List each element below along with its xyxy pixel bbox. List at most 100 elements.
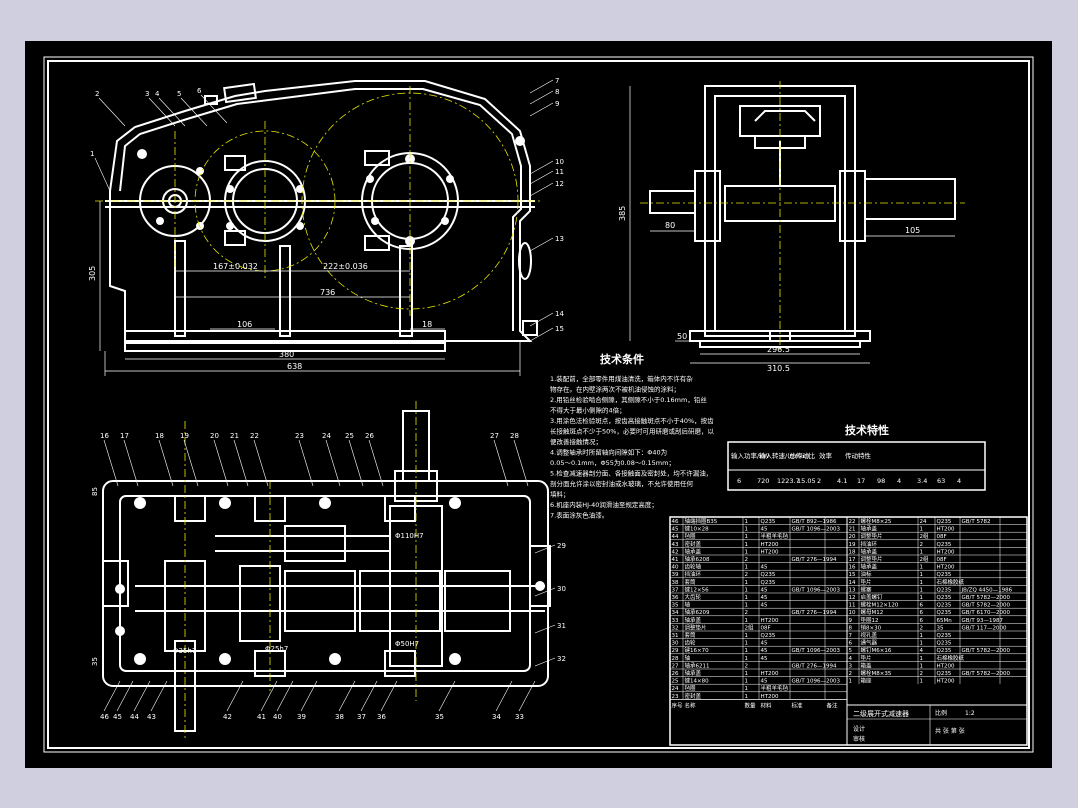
bom-cell: 螺钉M6×16: [861, 646, 892, 654]
bom-cell: 1: [745, 534, 749, 540]
bom-cell: 螺母M12: [861, 608, 884, 616]
bom-cell: 2组: [920, 555, 929, 563]
bom-cell: HT200: [937, 663, 955, 669]
bom-cell: 视孔盖: [861, 631, 878, 639]
leader-line: [226, 680, 244, 712]
bom-cell: 键16×70: [685, 646, 710, 654]
bom-cell: 调整垫片: [861, 532, 883, 540]
tech-spec-header: 总传动比: [789, 451, 816, 460]
top-callout-19: 19: [180, 432, 189, 440]
bom-cell: 25: [672, 679, 679, 685]
bom-cell: 轴端挡圈B35: [685, 517, 718, 525]
bom-cell: 1: [920, 663, 924, 669]
bom-header-cell: 序号: [672, 701, 684, 709]
bom-cell: GB/T 276—1994: [792, 610, 837, 616]
bom-cell: 21: [849, 527, 856, 533]
bom-cell: 螺栓M12×120: [861, 601, 899, 609]
tech-spec-value: 4: [897, 477, 901, 485]
bom-cell: 32: [672, 625, 679, 631]
leader-line: [300, 680, 318, 712]
title-block-scale-value: 1:2: [965, 710, 975, 717]
bom-cell: 19: [849, 542, 856, 548]
bom-cell: 2组: [920, 532, 929, 540]
bom-cell: 1: [745, 519, 749, 525]
bom-cell: 轴: [685, 654, 691, 662]
bom-cell: 1: [745, 549, 749, 555]
bom-cell: 30: [672, 641, 679, 647]
bom-cell: 1: [920, 572, 924, 578]
bom-cell: 6: [920, 610, 924, 616]
bom-cell: 大齿轮: [685, 593, 702, 601]
bom-cell: HT200: [937, 679, 955, 685]
bom-cell: 箱盖: [861, 661, 873, 669]
bom-header-cell: 备注: [827, 701, 839, 709]
bom-cell: GB/T 5782—2000: [962, 595, 1011, 601]
bom-cell: 45: [761, 527, 768, 533]
tech-requirements: 技术条件 1.装配前，全部零件用煤油清洗，箱体内不许有杂物存在。在内壁涂两次不被…: [550, 352, 714, 520]
bom-cell: 轴承6208: [685, 555, 710, 563]
bom-cell: 齿轮轴: [685, 563, 702, 571]
bom-cell: 密封盖: [685, 540, 702, 548]
front-dim-base-small: 18: [422, 320, 432, 329]
bom-cell: 挡油环: [685, 570, 702, 578]
top-callout-18: 18: [155, 432, 164, 440]
tech-requirement-line: 6.机座内装HJ-40润滑油至规定高度；: [550, 500, 658, 509]
inner-frame: [47, 60, 1030, 749]
tech-requirement-line: 不得大于最小侧隙的4倍；: [550, 406, 626, 415]
bom-cell: 24: [920, 519, 927, 525]
bom-cell: 垫片: [861, 578, 872, 586]
bom-cell: 半粗羊毛毡: [761, 684, 789, 692]
top-gear-1: [239, 565, 281, 642]
bom-cell: 轴承盖: [685, 669, 702, 677]
bom-cell: 2: [920, 542, 924, 548]
front-dim-center-2: 222±0.036: [323, 262, 368, 271]
bom-cell: 08F: [937, 534, 947, 540]
title-block-name: 二级展开式减速器: [853, 709, 909, 718]
bom-cell: 4: [849, 656, 853, 662]
bom-cell: 1: [745, 671, 749, 677]
leader-line: [360, 680, 378, 712]
bom-cell: 45: [761, 603, 768, 609]
bom-cell: 45: [761, 641, 768, 647]
bom-cell: GB/T 5782—2000: [962, 648, 1011, 654]
leader-line: [116, 680, 134, 712]
top-callout-32: 32: [557, 655, 566, 663]
bom-header-cell: 名称: [685, 701, 697, 709]
bom-cell: 10: [849, 610, 856, 616]
bom-cell: 08F: [761, 625, 771, 631]
top-fit-label-2: Φ50H7: [395, 640, 419, 648]
leader-line: [493, 439, 509, 487]
bom-cell: Q235: [937, 519, 952, 525]
leader-line: [348, 439, 364, 487]
side-dim-bottom-small: 50: [677, 332, 687, 341]
front-callout-8: 8: [555, 88, 559, 96]
leader-line: [158, 439, 174, 487]
bom-cell: 通气器: [861, 639, 878, 647]
bom-cell: 1: [920, 549, 924, 555]
side-dim-width-2: 310.5: [767, 364, 790, 373]
side-dimensions: [629, 86, 955, 364]
bom-cell: HT200: [761, 549, 779, 555]
top-callout-35: 35: [435, 713, 444, 721]
tech-requirement-line: 1.装配前，全部零件用煤油清洗，箱体内不许有杂: [550, 374, 693, 383]
bom-cell: HT200: [937, 549, 955, 555]
leader-line: [529, 182, 554, 197]
bom-cell: Q235: [937, 595, 952, 601]
front-callout-6: 6: [197, 87, 202, 95]
bom-cell: 1: [745, 641, 749, 647]
bom-cell: HT200: [761, 694, 779, 700]
top-gear-3: [284, 570, 356, 632]
tech-requirement-line: 填料；: [550, 490, 570, 499]
tech-spec-header: 效率: [819, 451, 833, 460]
bom-cell: Q235: [937, 671, 952, 677]
bom-cell: GB/T 93—1987: [962, 618, 1004, 624]
leader-line: [534, 657, 556, 667]
bom-cell: 半粗羊毛毡: [761, 532, 789, 540]
top-gear-2: [284, 525, 346, 562]
leader-line: [529, 79, 554, 94]
side-dim-height: 385: [618, 206, 627, 221]
bom-cell: GB/T 5782—2000: [962, 671, 1011, 677]
bom-cell: 33: [672, 618, 679, 624]
bom-cell: HT200: [761, 618, 779, 624]
bom-cell: 5: [849, 648, 853, 654]
